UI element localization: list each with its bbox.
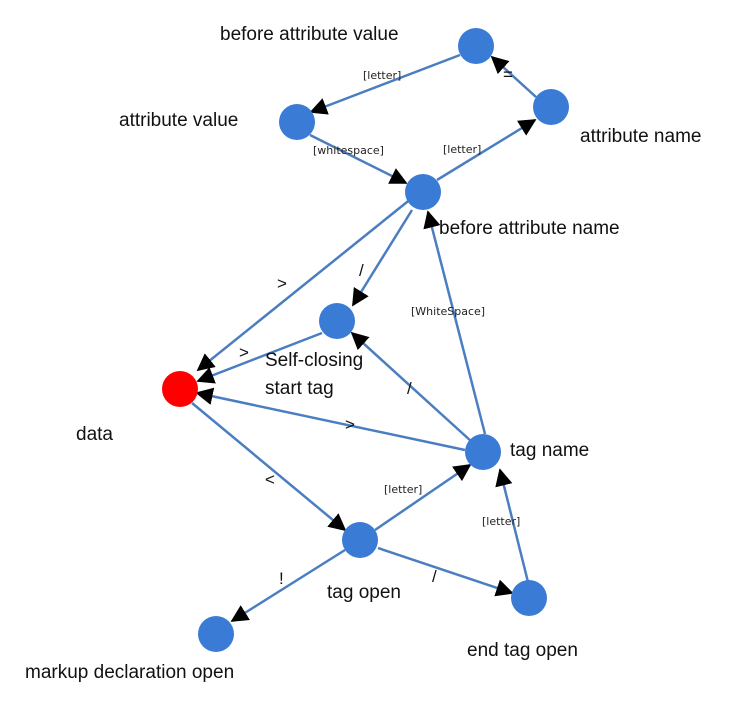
edge-label-ba-to-data: > [277,274,287,293]
edge-tagname-to-selfclosing [350,331,473,443]
label-self-closing-line2: start tag [265,378,334,399]
edge-tagname-to-ba [423,210,487,435]
node-self-closing-start-tag [319,303,355,339]
label-before-attribute-value: before attribute value [220,24,399,45]
edge-attrname-to-bav [490,55,537,98]
edge-tagopen-to-endtag [377,546,514,597]
label-end-tag-open: end tag open [467,640,578,661]
edge-tagopen-to-markup [230,548,346,623]
label-self-closing-line1: Self-closing [265,350,363,371]
label-data: data [76,424,113,445]
edge-label-tagopen-to-tagname: [letter] [384,483,422,496]
edge-selfclosing-to-data [196,331,323,384]
label-tag-open: tag open [327,582,401,603]
label-attribute-name: attribute name [580,126,701,147]
edge-data-to-tagopen [191,402,347,532]
edge-label-tagname-to-ba: [WhiteSpace] [411,305,485,318]
label-markup-declaration-open: markup declaration open [25,662,234,683]
edge-ba-to-data [196,197,413,372]
node-before-attribute-value [458,28,494,64]
label-tag-name: tag name [510,440,589,461]
edge-ba-to-attrname [436,118,537,182]
node-labels: before attribute value attribute value a… [25,24,701,683]
edge-bav-to-attrvalue [309,53,461,115]
label-attribute-value: attribute value [119,110,238,131]
node-tag-open [342,522,378,558]
node-end-tag-open [511,580,547,616]
edge-tagopen-to-tagname [374,463,472,532]
edge-label-tagopen-to-markup: ! [279,569,284,588]
edge-label-bav-to-attrvalue: [letter] [363,69,401,82]
edge-label-attrname-to-bav: = [503,65,513,84]
edge-labels: [letter] = [whitespace] [letter] > / [Wh… [239,65,520,588]
label-before-attribute-name: before attribute name [439,218,620,239]
edge-label-ba-to-selfclosing: / [359,261,364,280]
edge-label-tagopen-to-endtag: / [432,567,437,586]
edge-ba-to-selfclosing [351,209,414,307]
edge-label-tagname-to-selfclosing: / [407,379,412,398]
edge-label-endtag-to-tagname: [letter] [482,515,520,528]
node-attribute-value [279,104,315,140]
edge-endtag-to-tagname [495,468,530,583]
edge-label-selfclosing-to-data: > [239,343,249,362]
edge-attrvalue-to-ba [309,133,408,185]
edge-label-data-to-tagopen: < [265,470,275,489]
node-data [162,371,198,407]
edge-label-ba-to-attrname: [letter] [443,143,481,156]
edges [191,53,537,623]
node-attribute-name [533,89,569,125]
node-before-attribute-name [405,174,441,210]
edge-label-attrvalue-to-ba: [whitespace] [313,144,384,157]
nodes [162,28,569,652]
edge-label-tagname-to-data: > [345,415,355,434]
node-markup-declaration-open [198,616,234,652]
node-tag-name [465,434,501,470]
edge-tagname-to-data [195,387,466,452]
